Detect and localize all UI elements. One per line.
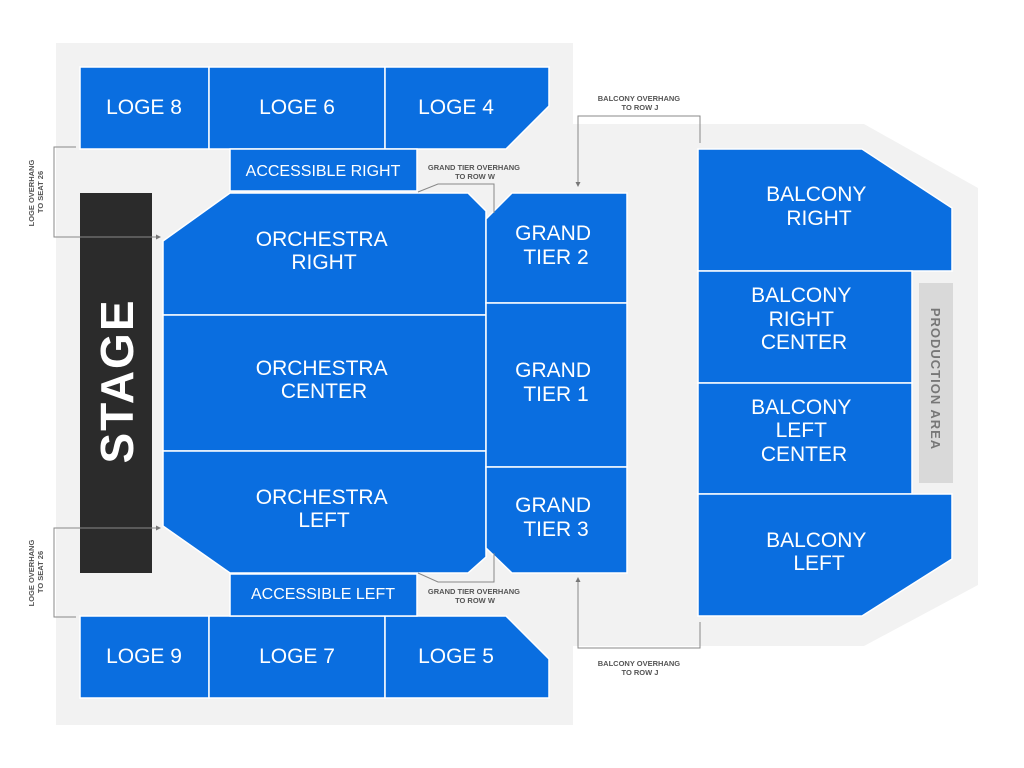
section-loge-7-label: LOGE 7: [259, 645, 335, 668]
section-orchestra-center[interactable]: [162, 314, 487, 452]
balcony-overhang-top-line: [575, 115, 701, 187]
section-grand-tier-3[interactable]: [485, 466, 628, 574]
overhang-guides: [53, 115, 701, 649]
section-balcony-right-center-label: BALCONY RIGHT CENTER: [751, 284, 857, 354]
overhang-notes: BALCONY OVERHANG TO ROW J BALCONY OVERHA…: [27, 94, 682, 677]
grand-tier-overhang-bottom-line: [417, 553, 495, 583]
section-accessible-right-label: ACCESSIBLE RIGHT: [246, 163, 401, 180]
loge-overhang-bottom-line: [53, 525, 161, 618]
section-accessible-right[interactable]: [229, 148, 418, 192]
stage: STAGE: [80, 193, 152, 573]
balcony-overhang-bottom-note: BALCONY OVERHANG TO ROW J: [598, 659, 682, 677]
section-balcony-left[interactable]: [697, 493, 953, 617]
section-grand-tier-2-label: GRAND TIER 2: [515, 222, 597, 269]
section-balcony-left-center-label: BALCONY LEFT CENTER: [751, 396, 857, 466]
section-grand-tier-1-label: GRAND TIER 1: [515, 359, 597, 406]
section-loge-9-label: LOGE 9: [106, 645, 182, 668]
section-balcony-right[interactable]: [697, 148, 953, 272]
section-loge-5-label: LOGE 5: [418, 645, 494, 668]
section-accessible-left-label: ACCESSIBLE LEFT: [251, 586, 395, 603]
section-loge-5[interactable]: [384, 615, 550, 699]
section-orchestra-left-label: ORCHESTRA LEFT: [256, 486, 393, 532]
production-area: [919, 283, 953, 483]
orchestra: ORCHESTRA RIGHT ORCHESTRA CENTER ORCHEST…: [162, 192, 487, 574]
section-loge-9[interactable]: [79, 615, 210, 699]
production-area-label: PRODUCTION AREA: [928, 308, 943, 450]
loge-overhang-top-line: [53, 146, 161, 240]
section-balcony-right-center[interactable]: [697, 270, 913, 384]
section-loge-6-label: LOGE 6: [259, 96, 335, 119]
section-grand-tier-1[interactable]: [485, 302, 628, 468]
section-loge-7[interactable]: [208, 615, 386, 699]
balcony: BALCONY RIGHT BALCONY RIGHT CENTER BALCO…: [697, 148, 953, 617]
stage-label: STAGE: [91, 298, 143, 463]
section-loge-8-label: LOGE 8: [106, 96, 182, 119]
loge-bottom: LOGE 9 LOGE 7 LOGE 5: [79, 615, 550, 699]
grand-tier-overhang-top-note: GRAND TIER OVERHANG TO ROW W: [428, 163, 522, 181]
section-balcony-left-center[interactable]: [697, 382, 913, 495]
section-loge-8[interactable]: [79, 66, 210, 150]
grand-tier-overhang-top-line: [417, 183, 495, 213]
balcony-overhang-bottom-line: [575, 577, 701, 649]
balcony-overhang-top-note: BALCONY OVERHANG TO ROW J: [598, 94, 682, 112]
section-balcony-left-label: BALCONY LEFT: [766, 529, 872, 575]
section-orchestra-center-label: ORCHESTRA CENTER: [256, 357, 393, 403]
stage-block: [80, 193, 152, 573]
grand-tier-overhang-bottom-note: GRAND TIER OVERHANG TO ROW W: [428, 587, 522, 605]
section-balcony-right-label: BALCONY RIGHT: [766, 183, 872, 230]
grand-tier: GRAND TIER 2 GRAND TIER 1 GRAND TIER 3: [485, 192, 628, 574]
section-loge-4[interactable]: [384, 66, 550, 150]
loge-overhang-bottom-note: LOGE OVERHANG TO SEAT 26: [27, 538, 45, 607]
section-grand-tier-3-label: GRAND TIER 3: [515, 494, 597, 541]
section-orchestra-right-label: ORCHESTRA RIGHT: [256, 228, 393, 274]
loge-top: LOGE 8 LOGE 6 LOGE 4: [79, 66, 550, 150]
section-loge-4-label: LOGE 4: [418, 96, 494, 119]
section-accessible-left[interactable]: [229, 573, 418, 617]
loge-overhang-top-note: LOGE OVERHANG TO SEAT 26: [27, 158, 45, 227]
